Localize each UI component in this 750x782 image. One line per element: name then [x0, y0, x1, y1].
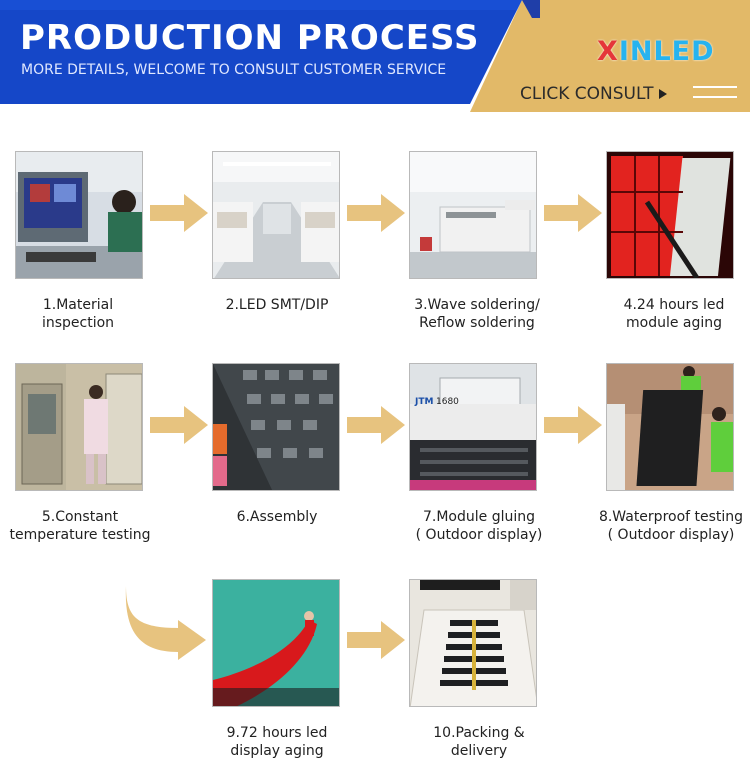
- page-subtitle: MORE DETAILS, WELCOME TO CONSULT CUSTOME…: [21, 62, 447, 78]
- flow-arrow-6: [544, 406, 602, 444]
- step-1-photo: [15, 151, 143, 279]
- step-10-photo: [409, 579, 537, 707]
- step-4-photo: [606, 151, 734, 279]
- step-2-photo: [212, 151, 340, 279]
- step-7-label: 7.Module gluing( Outdoor display): [415, 509, 543, 543]
- machine-model-text: 1680: [436, 397, 459, 407]
- flow-arrow-2: [347, 194, 405, 232]
- step-7-photo: JTM 1680: [409, 363, 537, 491]
- step-3-label: 3.Wave soldering/Reflow soldering: [414, 297, 540, 331]
- play-triangle-icon: [658, 89, 667, 99]
- machine-brand-text: JTM: [414, 397, 433, 407]
- click-consult-label: CLICK CONSULT: [520, 84, 654, 104]
- banner-background: [0, 0, 750, 112]
- brand-logo[interactable]: XINLED: [597, 36, 715, 67]
- flow-arrow-5: [347, 406, 405, 444]
- flow-arrow-4: [150, 406, 208, 444]
- step-8-photo: [606, 363, 734, 491]
- flow-arrow-7: [347, 621, 405, 659]
- page-title: PRODUCTION PROCESS: [20, 18, 480, 58]
- header-banner: PRODUCTION PROCESS MORE DETAILS, WELCOME…: [0, 0, 750, 112]
- flow-arrow-3: [544, 194, 602, 232]
- step-9-photo: [212, 579, 340, 707]
- logo-x: X: [597, 36, 619, 67]
- flow-arrow-1: [150, 194, 208, 232]
- step-5-photo: [15, 363, 143, 491]
- flow-arrow-curved: [125, 586, 206, 660]
- step-6-label: 6.Assembly: [236, 509, 318, 525]
- logo-text: INLED: [618, 36, 715, 67]
- menu-icon[interactable]: [693, 86, 737, 100]
- click-consult-link[interactable]: CLICK CONSULT: [520, 84, 667, 104]
- step-2-label: 2.LED SMT/DIP: [225, 297, 329, 313]
- step-10-label: 10.Packing &delivery: [433, 725, 525, 759]
- step-6-photo: [212, 363, 340, 491]
- step-3-photo: [409, 151, 537, 279]
- step-8-label: 8.Waterproof testing( Outdoor display): [598, 509, 744, 543]
